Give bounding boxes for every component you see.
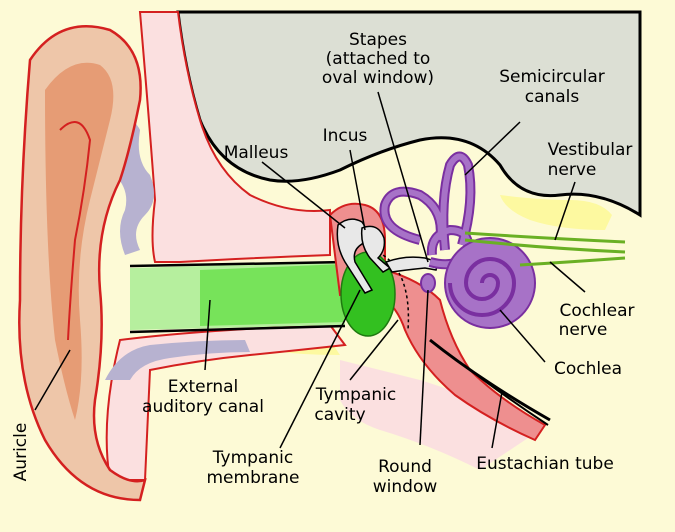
stapes-label-line1: Stapes — [349, 30, 407, 50]
canal-cartilage-lower — [105, 340, 250, 380]
vestibular-nerve-label-line2: nerve — [548, 160, 597, 180]
tympanic-cavity-label-line2: cavity — [314, 405, 365, 425]
stapes-label-line3: oval window) — [322, 68, 434, 88]
canal-top-edge — [129, 260, 346, 268]
stapes-bone — [384, 256, 439, 273]
external-auditory-canal-inner — [200, 264, 345, 326]
semicircular-canals-label-line2: canals — [525, 87, 580, 107]
incus-bone — [360, 225, 392, 273]
cochlea-spiral — [448, 257, 517, 317]
stapes-label-line2: (attached to — [326, 49, 431, 69]
tympanic-cavity-outline — [377, 251, 410, 331]
canal-bottom-edge — [129, 324, 346, 334]
auricle-inner — [45, 62, 114, 421]
tympanic-cavity-label-line1: Tympanic — [315, 385, 396, 405]
eustachian-tube-lower-wall — [469, 369, 549, 426]
incus-label: Incus — [323, 126, 368, 146]
tympanic-membrane-label-line1: Tympanic — [212, 448, 293, 468]
vestibular-nerve-label-line1: Vestibular — [548, 140, 633, 160]
tympanic-membrane-label-line2: membrane — [206, 468, 299, 488]
auricle-fold-line — [59, 121, 92, 341]
external-auditory-canal-label-line2: auditory canal — [142, 397, 264, 417]
lower-tissue — [340, 360, 540, 470]
vestibulocochlear-nerve — [464, 231, 626, 267]
cochlear-nerve-label-line2: nerve — [559, 320, 608, 340]
cochlea-label: Cochlea — [554, 359, 622, 379]
round-window-label-line1: Round — [378, 457, 432, 477]
round-window-label-line2: window — [373, 477, 438, 497]
eustachian-tube-label: Eustachian tube — [476, 454, 614, 474]
cochlea-shape — [444, 237, 536, 329]
temporal-bone-right — [500, 195, 612, 230]
ear-canal-wall-upper — [138, 11, 331, 263]
round-window-shape — [420, 273, 436, 293]
external-auditory-canal-label-line1: External — [168, 377, 239, 397]
semicircular-canals-label-line1: Semicircular — [499, 67, 604, 87]
auricle-label: Auricle — [11, 423, 31, 482]
leader-lines — [34, 91, 586, 449]
malleus-label: Malleus — [224, 143, 289, 163]
cochlear-nerve-label-line1: Cochlear — [560, 301, 635, 321]
